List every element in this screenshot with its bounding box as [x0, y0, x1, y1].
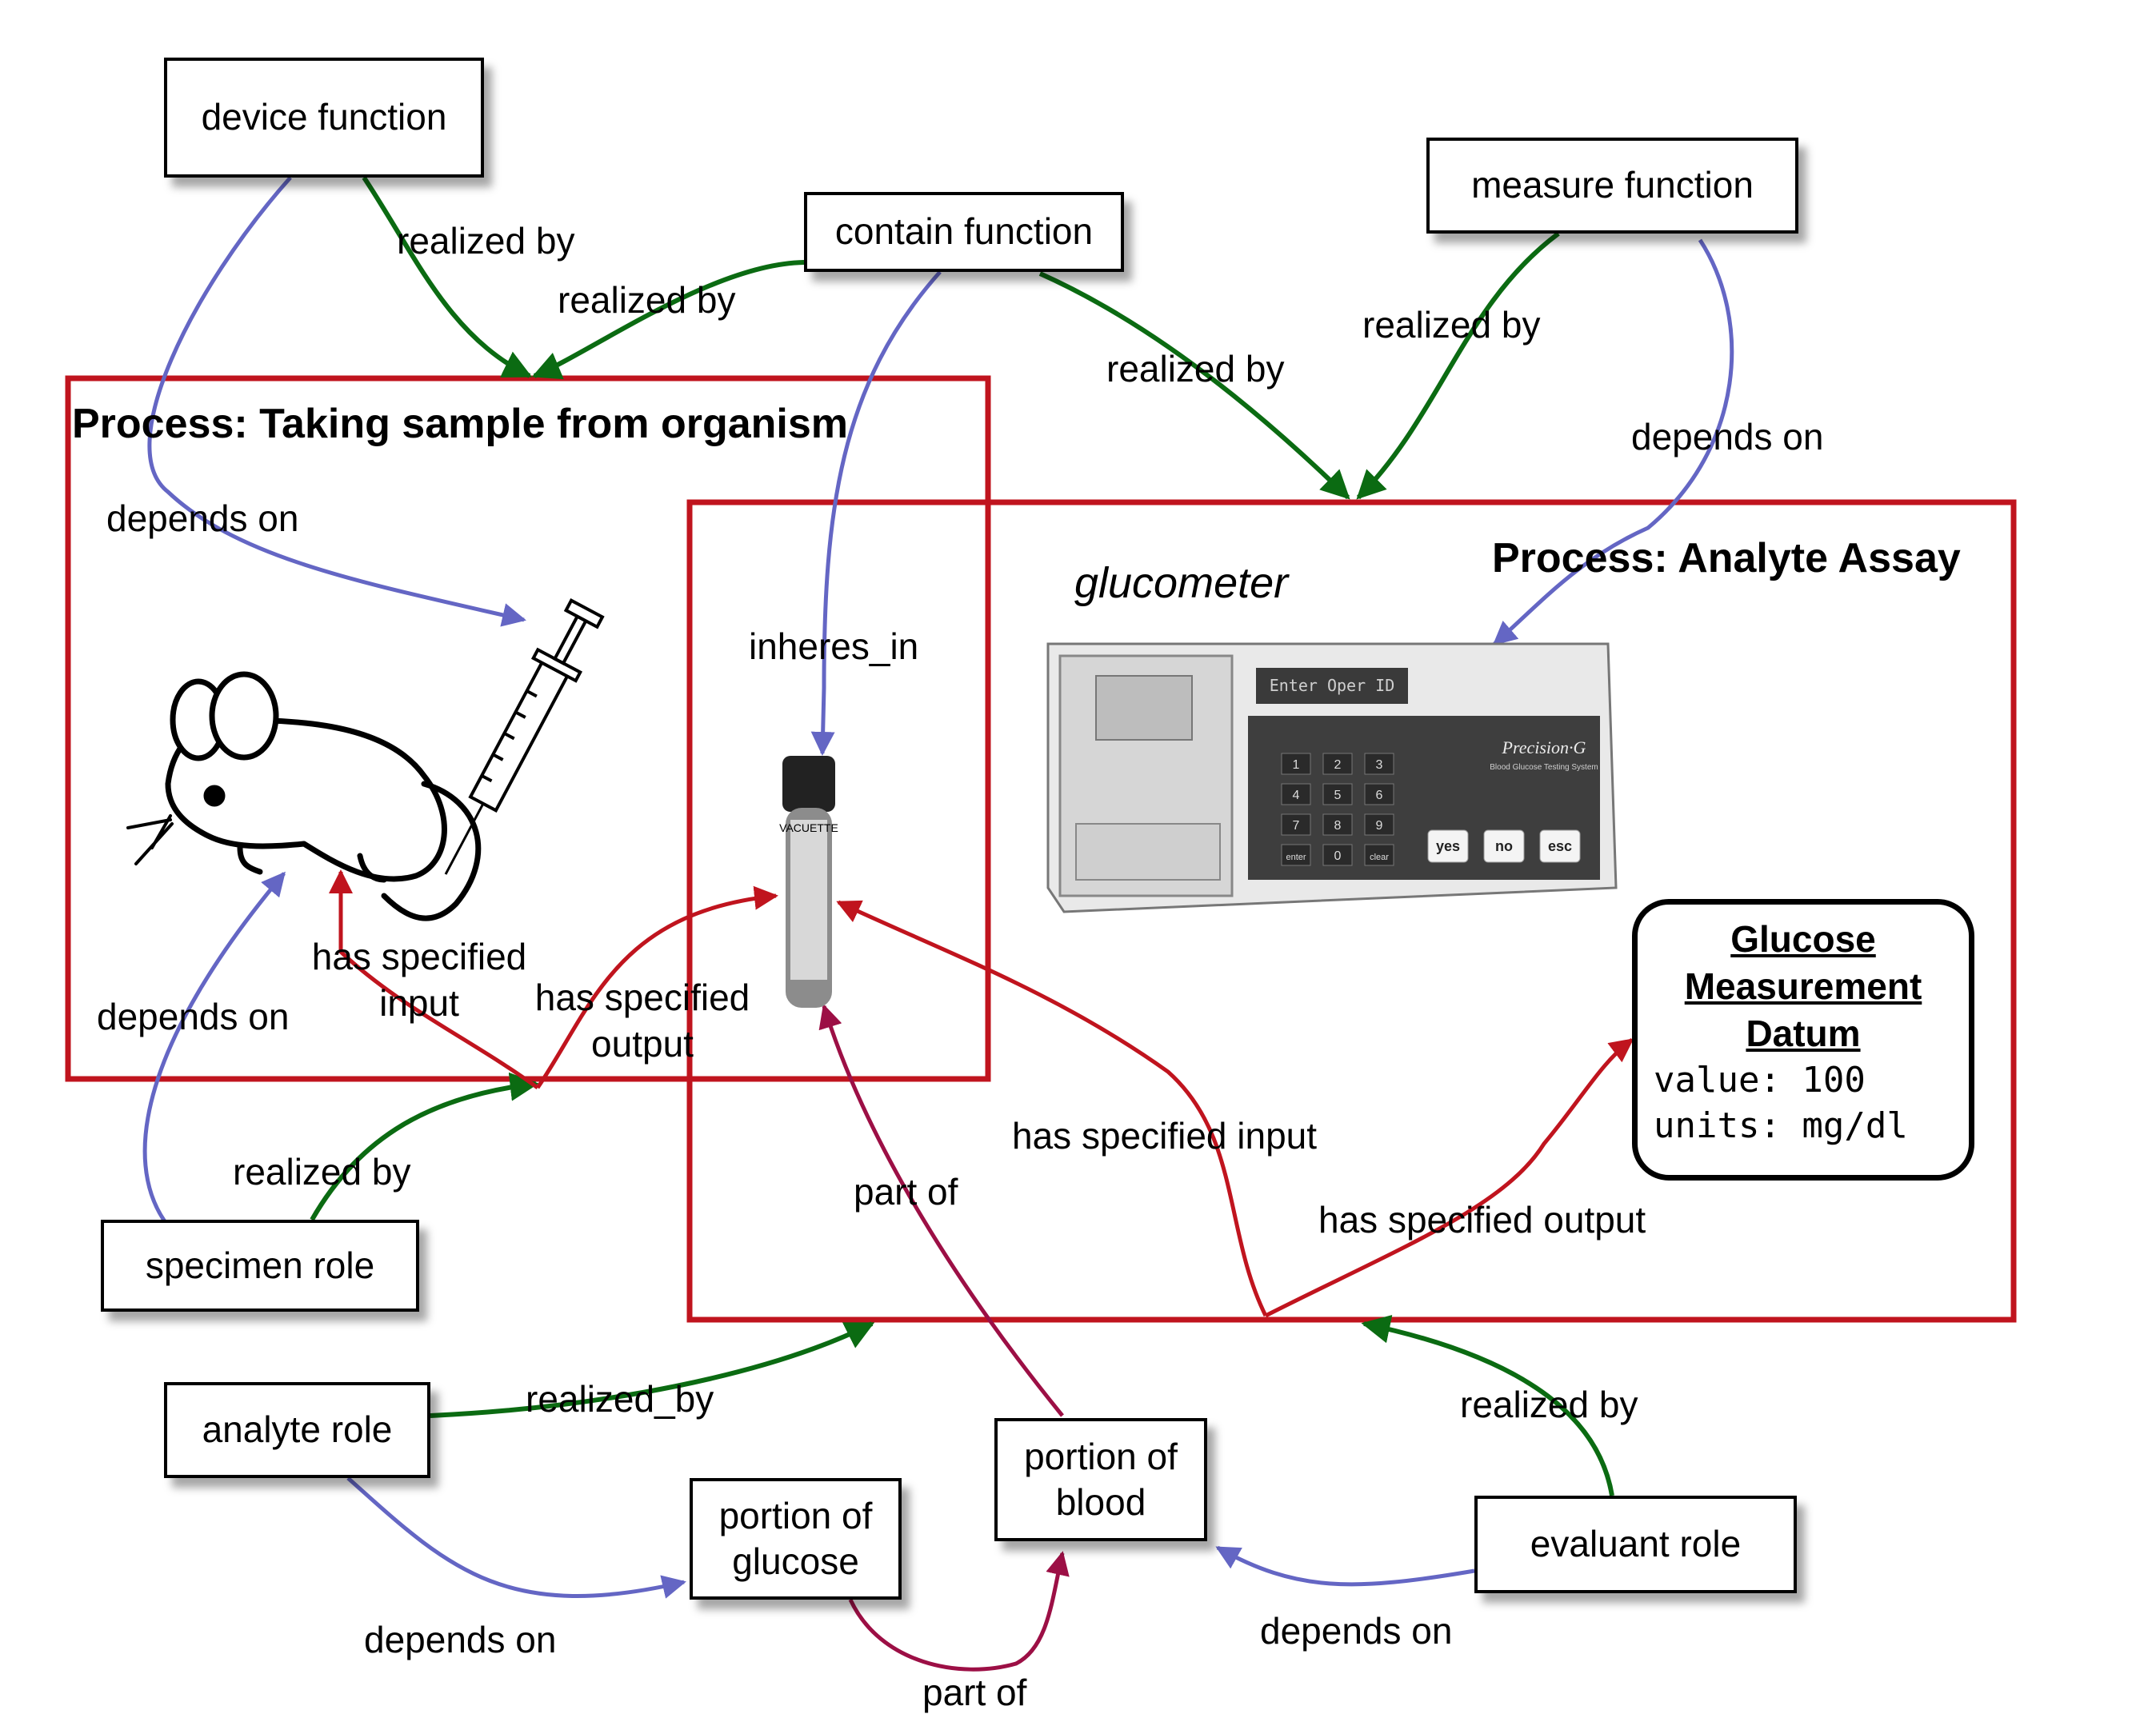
node-portion-of-glucose[interactable]: portion of glucose	[690, 1478, 902, 1600]
keypad-key	[1364, 783, 1394, 805]
label-has-specified-input-assay: has specified input	[1012, 1115, 1318, 1157]
arrow-realized-by-device	[362, 176, 533, 378]
label-has-specified-output-datum: has specified output	[1318, 1199, 1646, 1241]
glucose-measurement-datum[interactable]: Glucose Measurement Datum value: 100 uni…	[1632, 899, 1974, 1181]
label-realized-by-specimen: realized by	[233, 1151, 411, 1193]
keypad-key	[1281, 783, 1311, 805]
keypad-key	[1322, 783, 1353, 805]
node-measure-function[interactable]: measure function	[1426, 138, 1798, 234]
label-has-specified-output-tube: has specified output	[534, 977, 750, 1065]
arrow-inheres-in	[810, 270, 942, 756]
keypad-key-label: 1	[1293, 758, 1300, 772]
label-realized-by-measure: realized by	[1362, 304, 1541, 346]
datum-title-line-2: Measurement	[1684, 965, 1922, 1007]
keypad-key-label: 2	[1334, 758, 1342, 772]
glucometer-action-key	[1483, 829, 1525, 863]
keypad-key	[1322, 844, 1353, 866]
glucometer-action-key-label: no	[1495, 838, 1513, 854]
arrow-part-of-glucose	[848, 1551, 1070, 1672]
glucometer-action-key-label: esc	[1548, 838, 1572, 854]
label-realized-by-contain-assay: realized by	[1106, 348, 1285, 390]
keypad-key	[1364, 813, 1394, 836]
label-depends-on-specimen: depends on	[97, 996, 290, 1037]
keypad-key-label: 0	[1334, 849, 1342, 863]
node-specimen-role[interactable]: specimen role	[101, 1220, 419, 1312]
glucometer-action-key-label: yes	[1436, 838, 1460, 854]
arrow-depends-on-measure	[1492, 238, 1734, 645]
node-portion-of-blood[interactable]: portion of blood	[994, 1418, 1207, 1541]
syringe-icon	[444, 598, 605, 875]
arrow-part-of-blood	[818, 1004, 1064, 1417]
keypad-key	[1281, 813, 1311, 836]
keypad-key	[1364, 753, 1394, 775]
label-depends-on-analyte: depends on	[364, 1619, 557, 1660]
label-inheres-in: inheres_in	[749, 625, 919, 667]
arrow-has-specified-output-datum	[1264, 1038, 1634, 1318]
glucometer-action-key	[1427, 829, 1469, 863]
arrow-realized-by-specimen	[310, 1072, 539, 1221]
arrow-realized-by-analyte	[430, 1321, 875, 1418]
arrow-realized-by-contain-assay	[1038, 271, 1350, 500]
arrow-realized-by-evaluant	[1361, 1315, 1614, 1496]
keypad-key-label: 8	[1334, 819, 1342, 833]
datum-units: units: mg/dl	[1654, 1105, 1908, 1146]
arrow-realized-by-contain	[531, 260, 805, 380]
keypad-key-label: 7	[1293, 819, 1300, 833]
keypad-key	[1281, 844, 1311, 866]
arrow-depends-on-specimen	[142, 871, 286, 1225]
glucometer-icon: Enter Oper ID Precision·G Blood Glucose …	[1046, 642, 1618, 913]
label-has-specified-input-mouse: has specified input	[311, 936, 527, 1024]
datum-title-line-3: Datum	[1746, 1012, 1861, 1054]
blood-tube-icon: VACUETTE	[779, 756, 838, 1008]
node-contain-function[interactable]: contain function	[804, 192, 1124, 272]
keypad-key-label: clear	[1370, 853, 1389, 862]
label-realized-by-device: realized by	[397, 220, 575, 262]
arrow-has-specified-input-mouse	[329, 869, 539, 1090]
keypad-key-label: 9	[1376, 819, 1383, 833]
svg-text:VACUETTE: VACUETTE	[779, 821, 838, 834]
arrow-depends-on-device	[147, 176, 526, 627]
process-title-assay: Process: Analyte Assay	[1492, 535, 1961, 581]
label-depends-on-measure: depends on	[1631, 416, 1824, 457]
arrow-depends-on-evaluant	[1215, 1545, 1475, 1587]
keypad-key	[1322, 813, 1353, 836]
label-depends-on-evaluant: depends on	[1260, 1610, 1453, 1652]
keypad-key	[1322, 753, 1353, 775]
datum-title-line-1: Glucose	[1730, 918, 1876, 960]
node-device-function[interactable]: device function	[164, 58, 484, 178]
keypad-key-label: enter	[1286, 853, 1306, 862]
label-part-of-glucose: part of	[922, 1672, 1027, 1713]
arrow-has-specified-input-assay	[836, 900, 1268, 1317]
svg-text:Precision·G: Precision·G	[1502, 737, 1586, 757]
node-analyte-role[interactable]: analyte role	[164, 1382, 430, 1478]
arrow-depends-on-analyte	[346, 1476, 686, 1599]
keypad-key-label: 4	[1293, 789, 1300, 802]
arrow-has-specified-output-tube	[535, 885, 778, 1089]
process-frame-assay	[686, 499, 2017, 1323]
label-realized-by-contain: realized by	[558, 279, 736, 321]
label-part-of-blood: part of	[854, 1171, 958, 1213]
label-realized-by-analyte: realized_by	[526, 1378, 714, 1420]
svg-text:Enter Oper ID: Enter Oper ID	[1270, 676, 1395, 695]
label-realized-by-evaluant: realized by	[1460, 1384, 1638, 1425]
keypad-key-label: 5	[1334, 789, 1342, 802]
keypad-key-label: 6	[1376, 789, 1383, 802]
datum-value: value: 100	[1654, 1059, 1866, 1101]
svg-text:Blood Glucose Testing System: Blood Glucose Testing System	[1490, 763, 1598, 772]
node-evaluant-role[interactable]: evaluant role	[1474, 1496, 1797, 1593]
keypad-key	[1364, 844, 1394, 866]
glucometer-action-key	[1539, 829, 1581, 863]
keypad-key-label: 3	[1376, 758, 1383, 772]
keypad-key	[1281, 753, 1311, 775]
mouse-icon	[126, 671, 482, 921]
label-depends-on-device: depends on	[106, 497, 299, 539]
arrow-realized-by-measure	[1356, 231, 1560, 500]
glucometer-label: glucometer	[1074, 559, 1289, 607]
process-title-sampling: Process: Taking sample from organism	[72, 401, 848, 447]
